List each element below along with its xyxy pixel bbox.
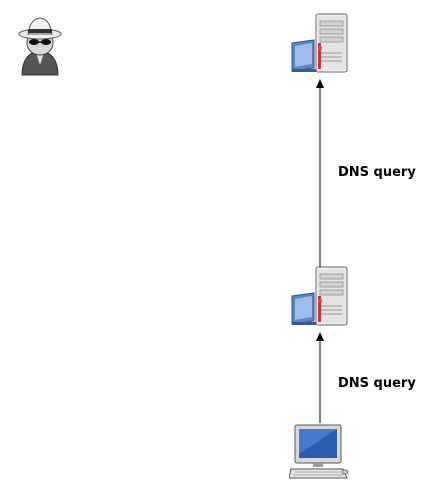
edge-label-lower: DNS query [338,376,416,391]
spy-icon [16,13,64,77]
edge-label-upper: DNS query [338,165,416,180]
top-server-icon [287,13,349,75]
edge-arrow-client-to-middle [316,332,324,423]
computer-icon [289,424,351,482]
edge-arrow-middle-to-top [316,79,324,267]
middle-server-icon [287,266,349,328]
